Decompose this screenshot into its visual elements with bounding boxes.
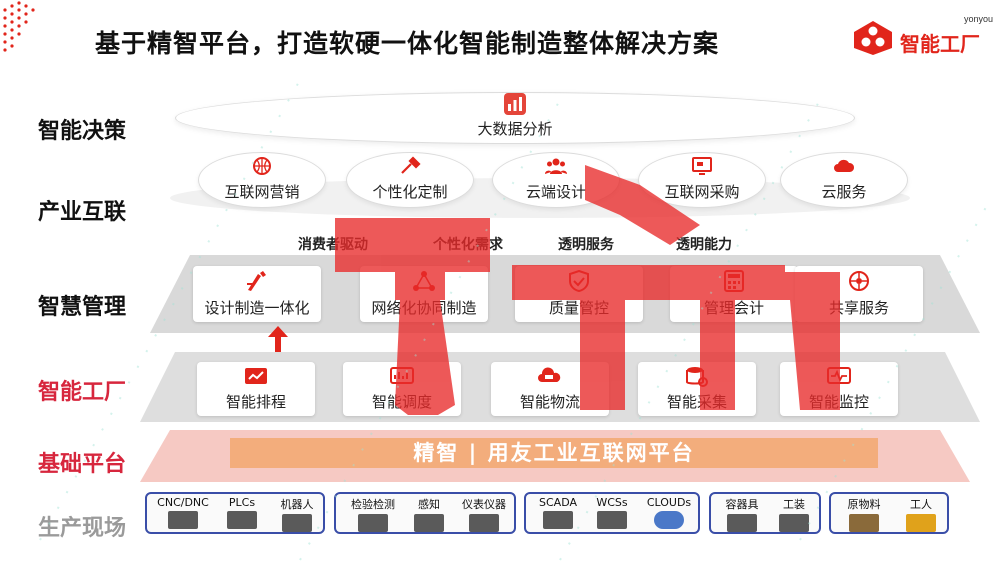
field-item-label: PLCs xyxy=(228,496,256,509)
field-item-label: WCSs xyxy=(596,496,628,509)
schedule-icon xyxy=(245,368,267,384)
design-icon xyxy=(247,271,266,291)
decorative-dots xyxy=(3,1,35,52)
field-item-label: 仪表仪器 xyxy=(462,498,506,511)
dispatch-icon xyxy=(390,367,414,384)
factory-card-logistics: 智能物流 xyxy=(491,362,609,416)
brand-logo: yonyou 智能工厂 xyxy=(852,12,997,56)
industry-item-label: 云服务 xyxy=(821,183,867,201)
share-icon xyxy=(849,271,869,291)
factory-card-dispatch: 智能调度 xyxy=(343,362,461,416)
brand-name: 智能工厂 xyxy=(900,32,980,56)
truck-icon xyxy=(538,367,561,382)
platform-band xyxy=(140,430,970,482)
management-label: 共享服务 xyxy=(828,299,889,317)
management-card-sharing: 共享服务 xyxy=(795,266,923,322)
factory-label: 智能采集 xyxy=(666,393,727,411)
cloud-server-icon xyxy=(654,511,684,529)
decision-cloud: 大数据分析 xyxy=(175,92,855,144)
field-group-systems: SCADA WCSs CLOUDs xyxy=(524,492,700,534)
industry-cloud-marketing: 互联网营销 xyxy=(198,152,326,208)
field-item-label: 容器具 xyxy=(725,498,759,511)
platform-label: 精智 | 用友工业互联网平台 xyxy=(413,441,695,465)
industry-item-label: 互联网采购 xyxy=(664,183,740,201)
container-icon xyxy=(727,514,757,532)
database-icon xyxy=(686,367,708,387)
cnc-machine-icon xyxy=(168,511,198,529)
monitor-icon xyxy=(827,367,851,384)
industry-cloud-purchasing: 互联网采购 xyxy=(638,152,766,208)
layer-label-management: 智慧管理 xyxy=(38,295,127,320)
capability-label: 消费者驱动 xyxy=(298,237,368,253)
capability-label: 透明能力 xyxy=(676,237,732,253)
industry-cloud-design: 云端设计 xyxy=(492,152,620,208)
factory-card-monitoring: 智能监控 xyxy=(780,362,898,416)
raw-material-icon xyxy=(849,514,879,532)
scada-icon xyxy=(543,511,573,529)
factory-label: 智能排程 xyxy=(225,393,286,411)
field-item-label: CNC/DNC xyxy=(157,496,209,509)
industry-item-label: 个性化定制 xyxy=(372,183,448,201)
management-label: 网络化协同制造 xyxy=(371,299,477,317)
field-item-label: 机器人 xyxy=(280,498,314,511)
management-label: 质量管控 xyxy=(548,299,609,317)
field-group-fixtures: 容器具 工装 xyxy=(709,492,821,534)
smart-factory-logo-icon xyxy=(854,21,892,55)
bar-chart-icon xyxy=(504,93,526,115)
industry-item-label: 云端设计 xyxy=(525,183,586,201)
field-item-label: 感知 xyxy=(418,498,440,511)
factory-label: 智能物流 xyxy=(519,393,580,411)
layer-label-field: 生产现场 xyxy=(38,516,127,541)
management-card-accounting: 管理会计 xyxy=(670,266,798,322)
robot-arm-icon xyxy=(282,514,312,532)
wcs-icon xyxy=(597,511,627,529)
plc-icon xyxy=(227,511,257,529)
management-card-network: 网络化协同制造 xyxy=(360,266,488,322)
capability-label: 个性化需求 xyxy=(433,237,503,253)
tools-icon xyxy=(401,156,421,174)
calculator-icon xyxy=(724,270,744,292)
shield-check-icon xyxy=(569,270,589,292)
layer-label-platform: 基础平台 xyxy=(38,452,127,477)
brand-english-text: yonyou xyxy=(963,14,993,24)
field-item-label: 工装 xyxy=(783,498,805,511)
factory-label: 智能调度 xyxy=(371,393,432,411)
factory-label: 智能监控 xyxy=(808,393,869,411)
layer-label-decision: 智能决策 xyxy=(38,119,127,144)
management-label: 管理会计 xyxy=(703,299,764,317)
fixture-icon xyxy=(779,514,809,532)
globe-icon xyxy=(253,157,271,175)
page-title: 基于精智平台，打造软硬一体化智能制造整体解决方案 xyxy=(95,29,720,58)
layer-label-industry: 产业互联 xyxy=(38,200,127,225)
cloud-icon xyxy=(834,159,855,172)
decision-label: 大数据分析 xyxy=(477,120,553,138)
field-item-label: 检验检测 xyxy=(351,498,395,511)
management-card-quality: 质量管控 xyxy=(515,266,643,322)
inspection-icon xyxy=(358,514,388,532)
field-group-instruments: 检验检测 感知 仪表仪器 xyxy=(334,492,516,534)
purchase-icon xyxy=(692,157,712,175)
field-item-label: CLOUDs xyxy=(646,496,692,509)
field-group-resources: 原物料 工人 xyxy=(829,492,949,534)
capability-label: 透明服务 xyxy=(558,237,614,253)
network-icon xyxy=(413,271,435,291)
field-group-machines: CNC/DNC PLCs 机器人 xyxy=(145,492,325,534)
field-item-label: SCADA xyxy=(539,496,577,509)
layer-label-factory: 智能工厂 xyxy=(38,380,127,405)
field-item-label: 工人 xyxy=(910,498,932,511)
users-icon xyxy=(545,158,567,174)
field-item-label: 原物料 xyxy=(847,498,881,511)
factory-card-collection: 智能采集 xyxy=(638,362,756,416)
factory-card-scheduling: 智能排程 xyxy=(197,362,315,416)
management-label: 设计制造一体化 xyxy=(204,299,310,317)
management-card-design: 设计制造一体化 xyxy=(193,266,321,322)
industry-cloud-service: 云服务 xyxy=(780,152,908,208)
worker-icon xyxy=(906,514,936,532)
industry-item-label: 互联网营销 xyxy=(224,183,300,201)
instrument-icon xyxy=(469,514,499,532)
sensor-icon xyxy=(414,514,444,532)
industry-cloud-customization: 个性化定制 xyxy=(346,152,474,208)
